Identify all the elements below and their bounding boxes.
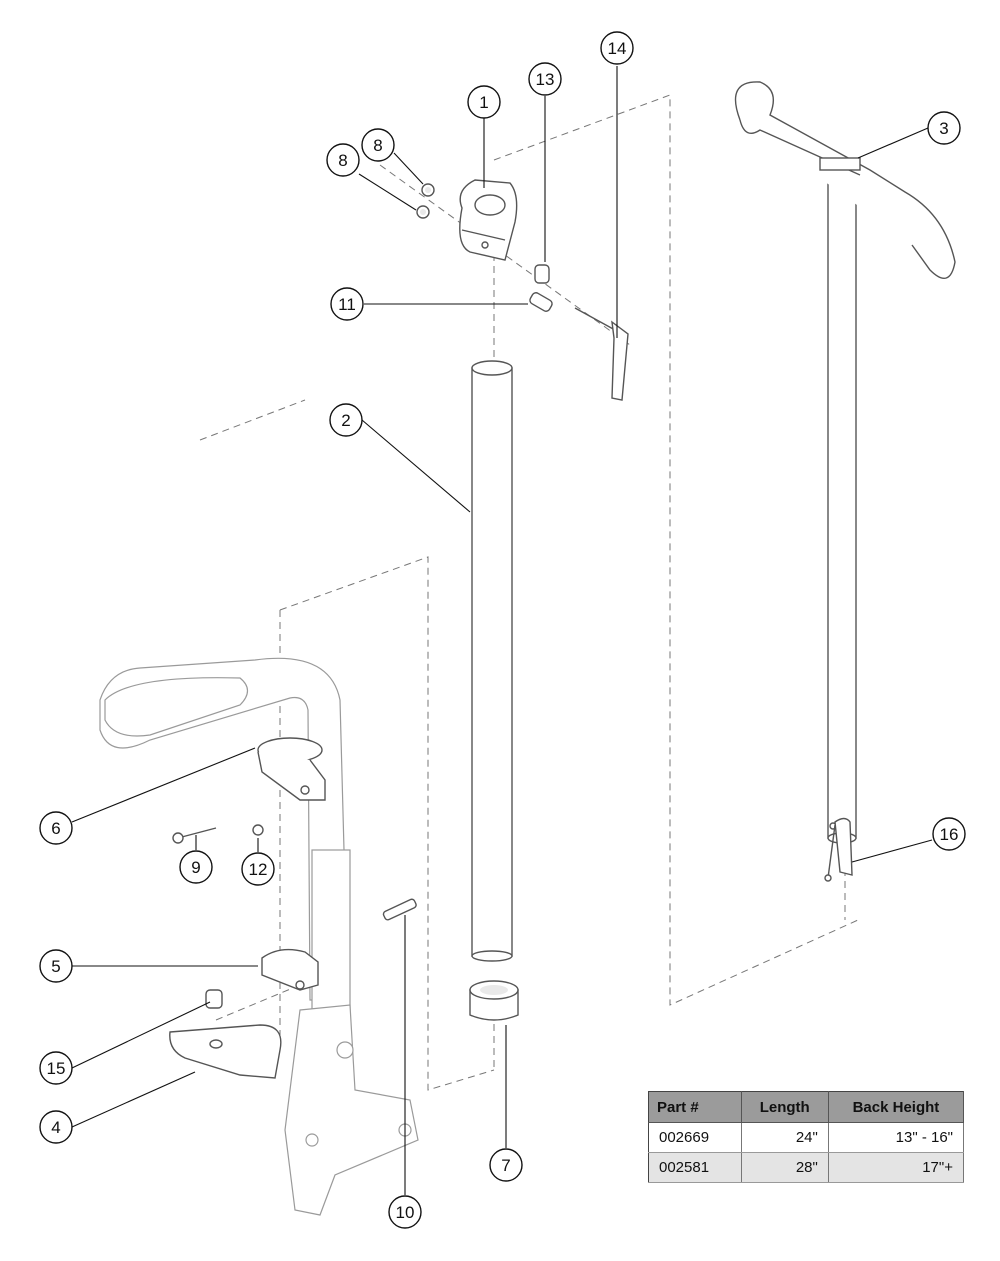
screw-part-9 bbox=[172, 827, 217, 844]
svg-text:15: 15 bbox=[47, 1059, 66, 1078]
svg-text:16: 16 bbox=[940, 825, 959, 844]
callout-5: 5 bbox=[39, 949, 73, 983]
callout-11: 11 bbox=[330, 287, 364, 321]
clip-pin-part bbox=[824, 817, 853, 882]
assembly-guide-lines bbox=[199, 94, 859, 1091]
svg-text:8: 8 bbox=[338, 151, 347, 170]
svg-text:6: 6 bbox=[51, 819, 60, 838]
barrel-nut-part bbox=[205, 989, 223, 1009]
svg-text:1: 1 bbox=[479, 93, 488, 112]
callout-10: 10 bbox=[388, 1195, 422, 1229]
main-pole-part bbox=[471, 360, 513, 962]
svg-text:13: 13 bbox=[536, 70, 555, 89]
callout-14: 14 bbox=[600, 31, 634, 65]
table-row: 002669 24" 13" - 16" bbox=[648, 1122, 965, 1153]
svg-text:5: 5 bbox=[51, 957, 60, 976]
callout-8-lower: 8 bbox=[326, 143, 360, 177]
callout-15: 15 bbox=[39, 1051, 73, 1085]
callout-8-upper: 8 bbox=[361, 128, 395, 162]
end-plug-part bbox=[469, 980, 519, 1021]
svg-text:7: 7 bbox=[501, 1156, 510, 1175]
iv-pole-part bbox=[734, 81, 956, 844]
wheelchair-back-frame bbox=[99, 657, 419, 1216]
clamp-block-part bbox=[459, 179, 518, 261]
svg-text:4: 4 bbox=[51, 1118, 60, 1137]
screw-part-11 bbox=[529, 292, 553, 312]
svg-text:11: 11 bbox=[338, 295, 356, 314]
cell-part-number: 002669 bbox=[648, 1122, 742, 1153]
svg-text:8: 8 bbox=[373, 136, 382, 155]
bracket-part bbox=[169, 1024, 282, 1079]
svg-text:9: 9 bbox=[191, 858, 200, 877]
callout-3: 3 bbox=[927, 111, 961, 145]
callout-6: 6 bbox=[39, 811, 73, 845]
cell-back-height: 17"+ bbox=[828, 1152, 965, 1183]
nut-parts bbox=[416, 183, 435, 219]
callout-1: 1 bbox=[467, 85, 501, 119]
spacer-part bbox=[534, 264, 550, 284]
lower-clamp-part bbox=[261, 948, 319, 991]
svg-text:12: 12 bbox=[249, 860, 268, 879]
table-row: 002581 28" 17"+ bbox=[648, 1152, 965, 1183]
part-spec-table: Part # Length Back Height 002669 24" 13"… bbox=[648, 1091, 965, 1183]
bolt-part bbox=[382, 898, 417, 921]
svg-text:2: 2 bbox=[341, 411, 350, 430]
cell-length: 24" bbox=[741, 1122, 829, 1153]
callout-16: 16 bbox=[932, 817, 966, 851]
svg-text:14: 14 bbox=[608, 39, 627, 58]
header-back-height: Back Height bbox=[828, 1091, 965, 1123]
callout-9: 9 bbox=[179, 850, 213, 884]
callout-2: 2 bbox=[329, 403, 363, 437]
upper-clamp-part bbox=[257, 737, 326, 801]
callout-7: 7 bbox=[489, 1148, 523, 1182]
table-header-row: Part # Length Back Height bbox=[648, 1091, 965, 1123]
header-length: Length bbox=[741, 1091, 829, 1123]
callout-13: 13 bbox=[528, 62, 562, 96]
callout-4: 4 bbox=[39, 1110, 73, 1144]
callout-12: 12 bbox=[241, 852, 275, 886]
svg-text:10: 10 bbox=[396, 1203, 415, 1222]
cell-back-height: 13" - 16" bbox=[828, 1122, 965, 1153]
svg-text:3: 3 bbox=[939, 119, 948, 138]
washer-part bbox=[252, 824, 264, 836]
leader-lines bbox=[71, 66, 933, 1195]
cell-part-number: 002581 bbox=[648, 1152, 742, 1183]
header-part-number: Part # bbox=[648, 1091, 742, 1123]
cam-lever-part bbox=[574, 307, 629, 401]
cell-length: 28" bbox=[741, 1152, 829, 1183]
